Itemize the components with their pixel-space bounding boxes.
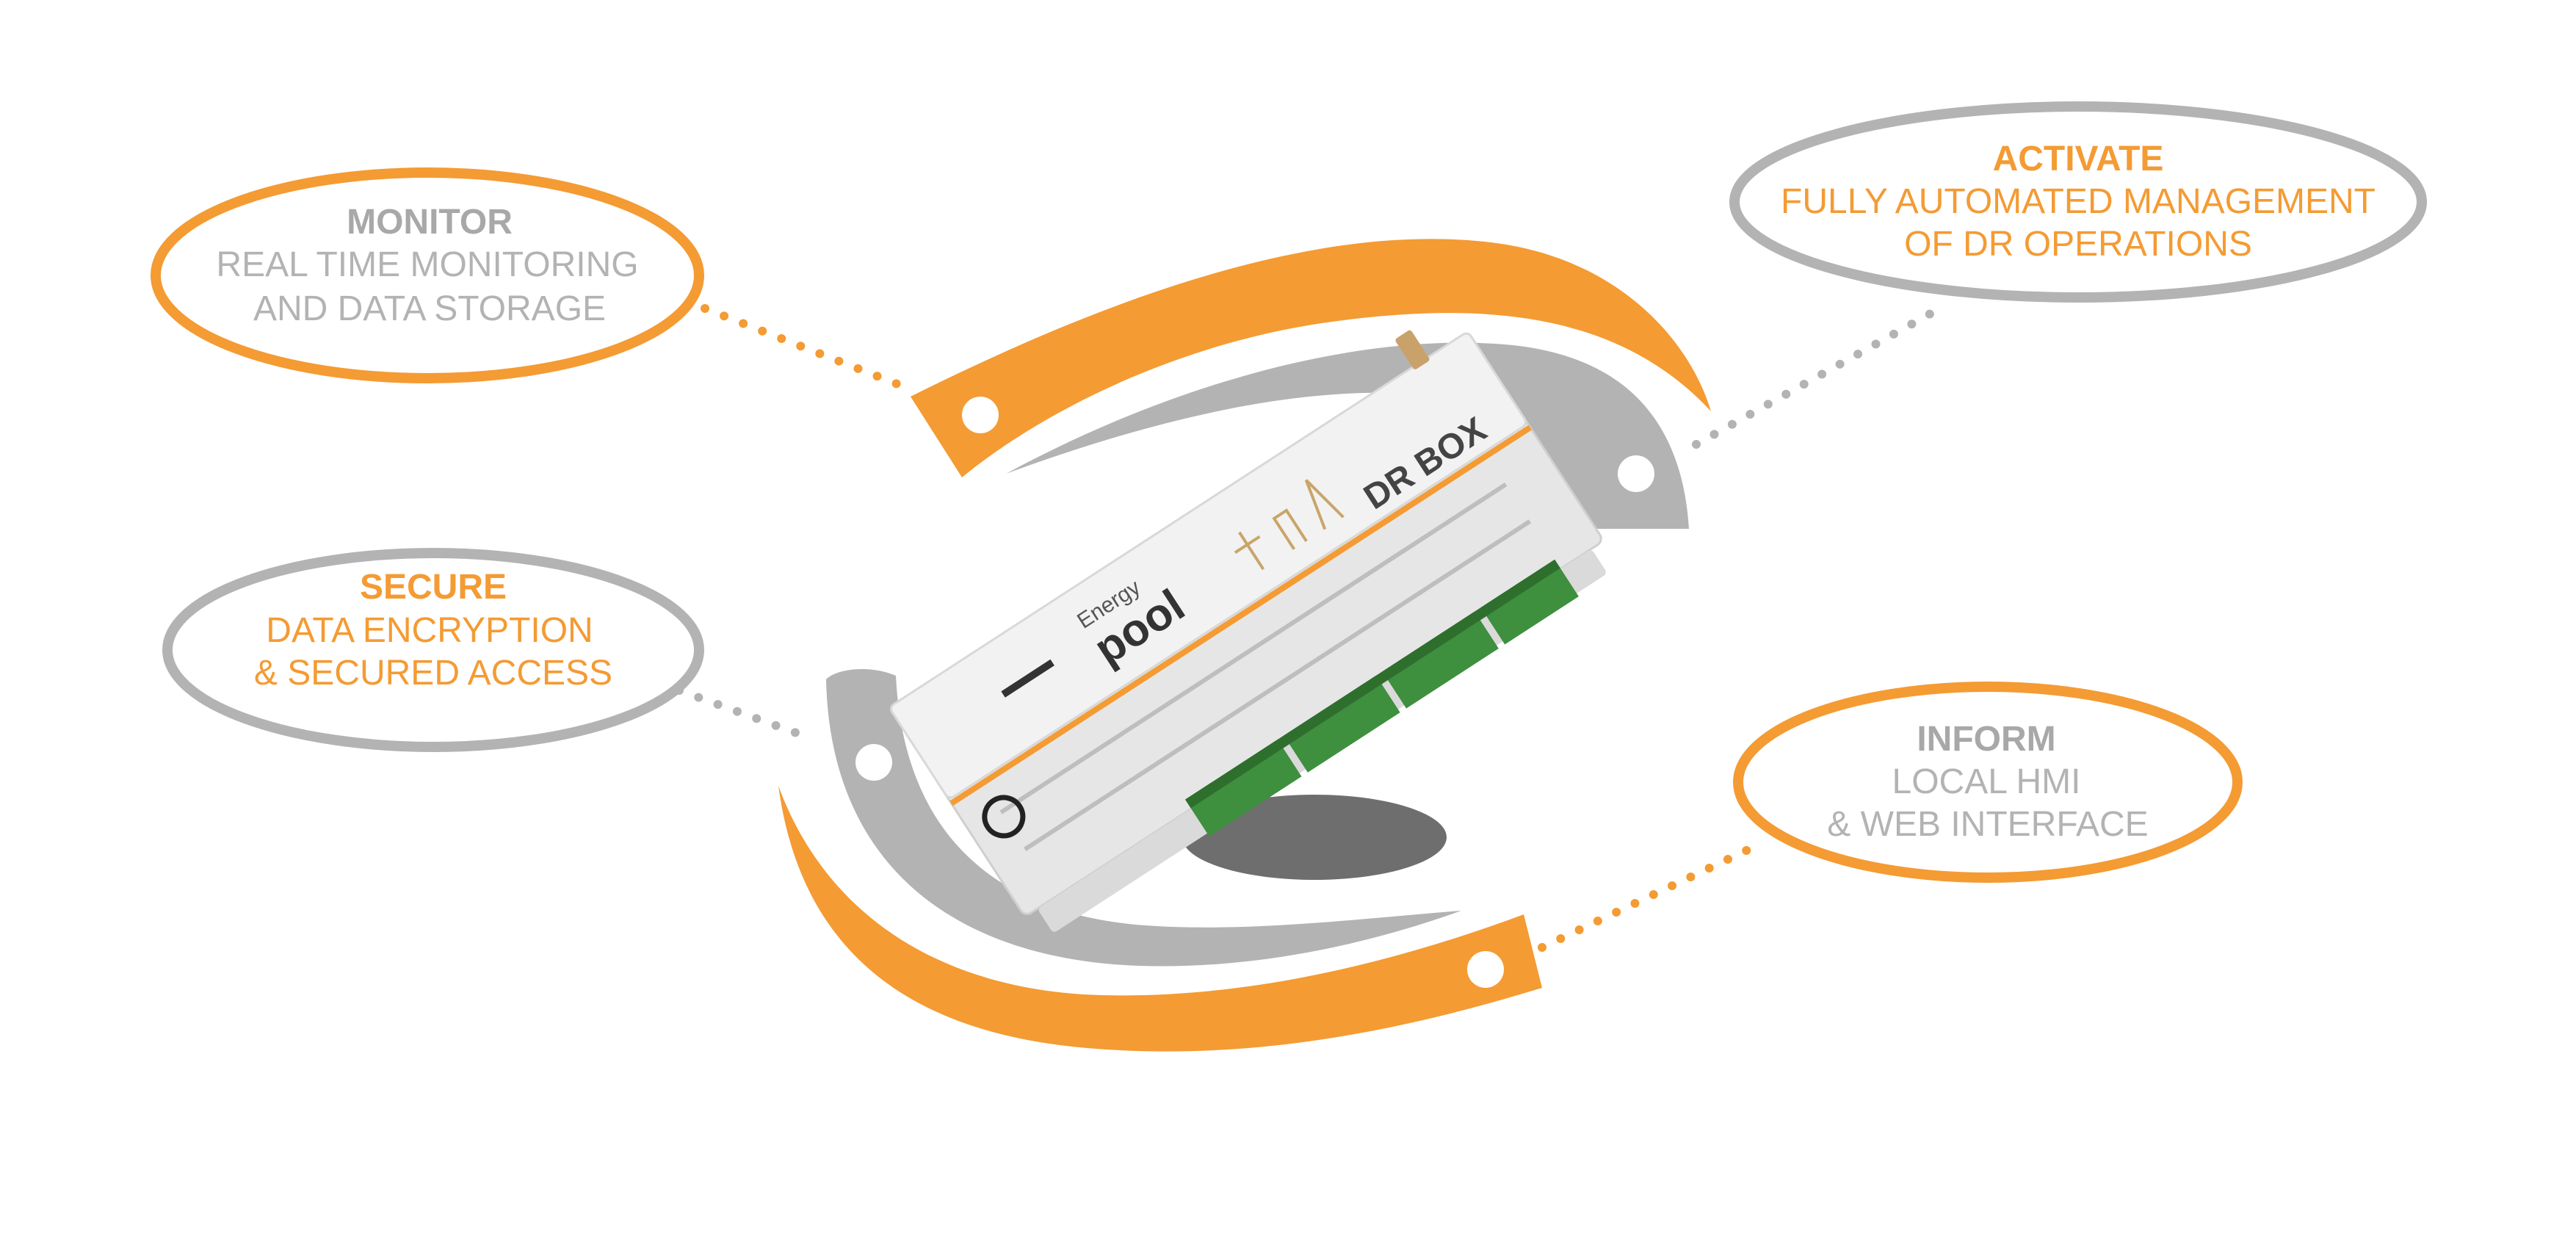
terminal-blocks xyxy=(1185,559,1579,837)
top-orange-swoosh xyxy=(911,239,1711,477)
monitor-line1: REAL TIME MONITORING xyxy=(216,245,638,284)
device-sd-slot xyxy=(1001,659,1054,698)
top-gray-swoosh xyxy=(1006,342,1689,529)
inform-connector xyxy=(1538,840,1763,952)
device-orange-stripe xyxy=(949,425,1533,806)
inform-line2: & WEB INTERFACE xyxy=(1827,805,2148,844)
bottom-gray-swoosh xyxy=(826,668,1461,967)
secure-line1: DATA ENCRYPTION xyxy=(266,611,593,650)
inform-line1: LOCAL HMI xyxy=(1892,762,2081,801)
bottom-orange-swoosh xyxy=(778,786,1542,1052)
top-right-hole xyxy=(1618,455,1654,492)
secure-connector xyxy=(675,686,805,739)
monitor-line2: AND DATA STORAGE xyxy=(253,289,606,328)
secure-title: SECURE xyxy=(360,568,507,607)
activate-line2: OF DR OPERATIONS xyxy=(1904,225,2252,264)
device-top-face xyxy=(890,332,1527,799)
activate-line1: FULLY AUTOMATED MANAGEMENT xyxy=(1781,182,2376,221)
bottom-left-hole xyxy=(855,744,892,781)
activate-title: ACTIVATE xyxy=(1993,140,2164,178)
activate-ellipse xyxy=(1729,101,2427,303)
secure-ellipse xyxy=(162,548,704,752)
device-antenna xyxy=(1395,330,1430,369)
monitor-ellipse xyxy=(151,167,704,383)
device-image: Energy pool DR BOX xyxy=(890,330,1606,932)
top-left-hole xyxy=(962,397,999,433)
device-power-ring xyxy=(982,795,1026,839)
inform-title: INFORM xyxy=(1917,720,2055,759)
secure-line2: & SECURED ACCESS xyxy=(254,654,612,693)
device-screw-row xyxy=(999,482,1532,851)
activate-connector xyxy=(1692,303,1947,449)
device-energy-illustration xyxy=(1234,479,1345,571)
monitor-title: MONITOR xyxy=(347,203,513,242)
bottom-right-hole xyxy=(1467,951,1504,988)
monitor-connector xyxy=(701,304,919,395)
inform-ellipse xyxy=(1733,682,2243,883)
device-shadow xyxy=(1182,795,1447,880)
